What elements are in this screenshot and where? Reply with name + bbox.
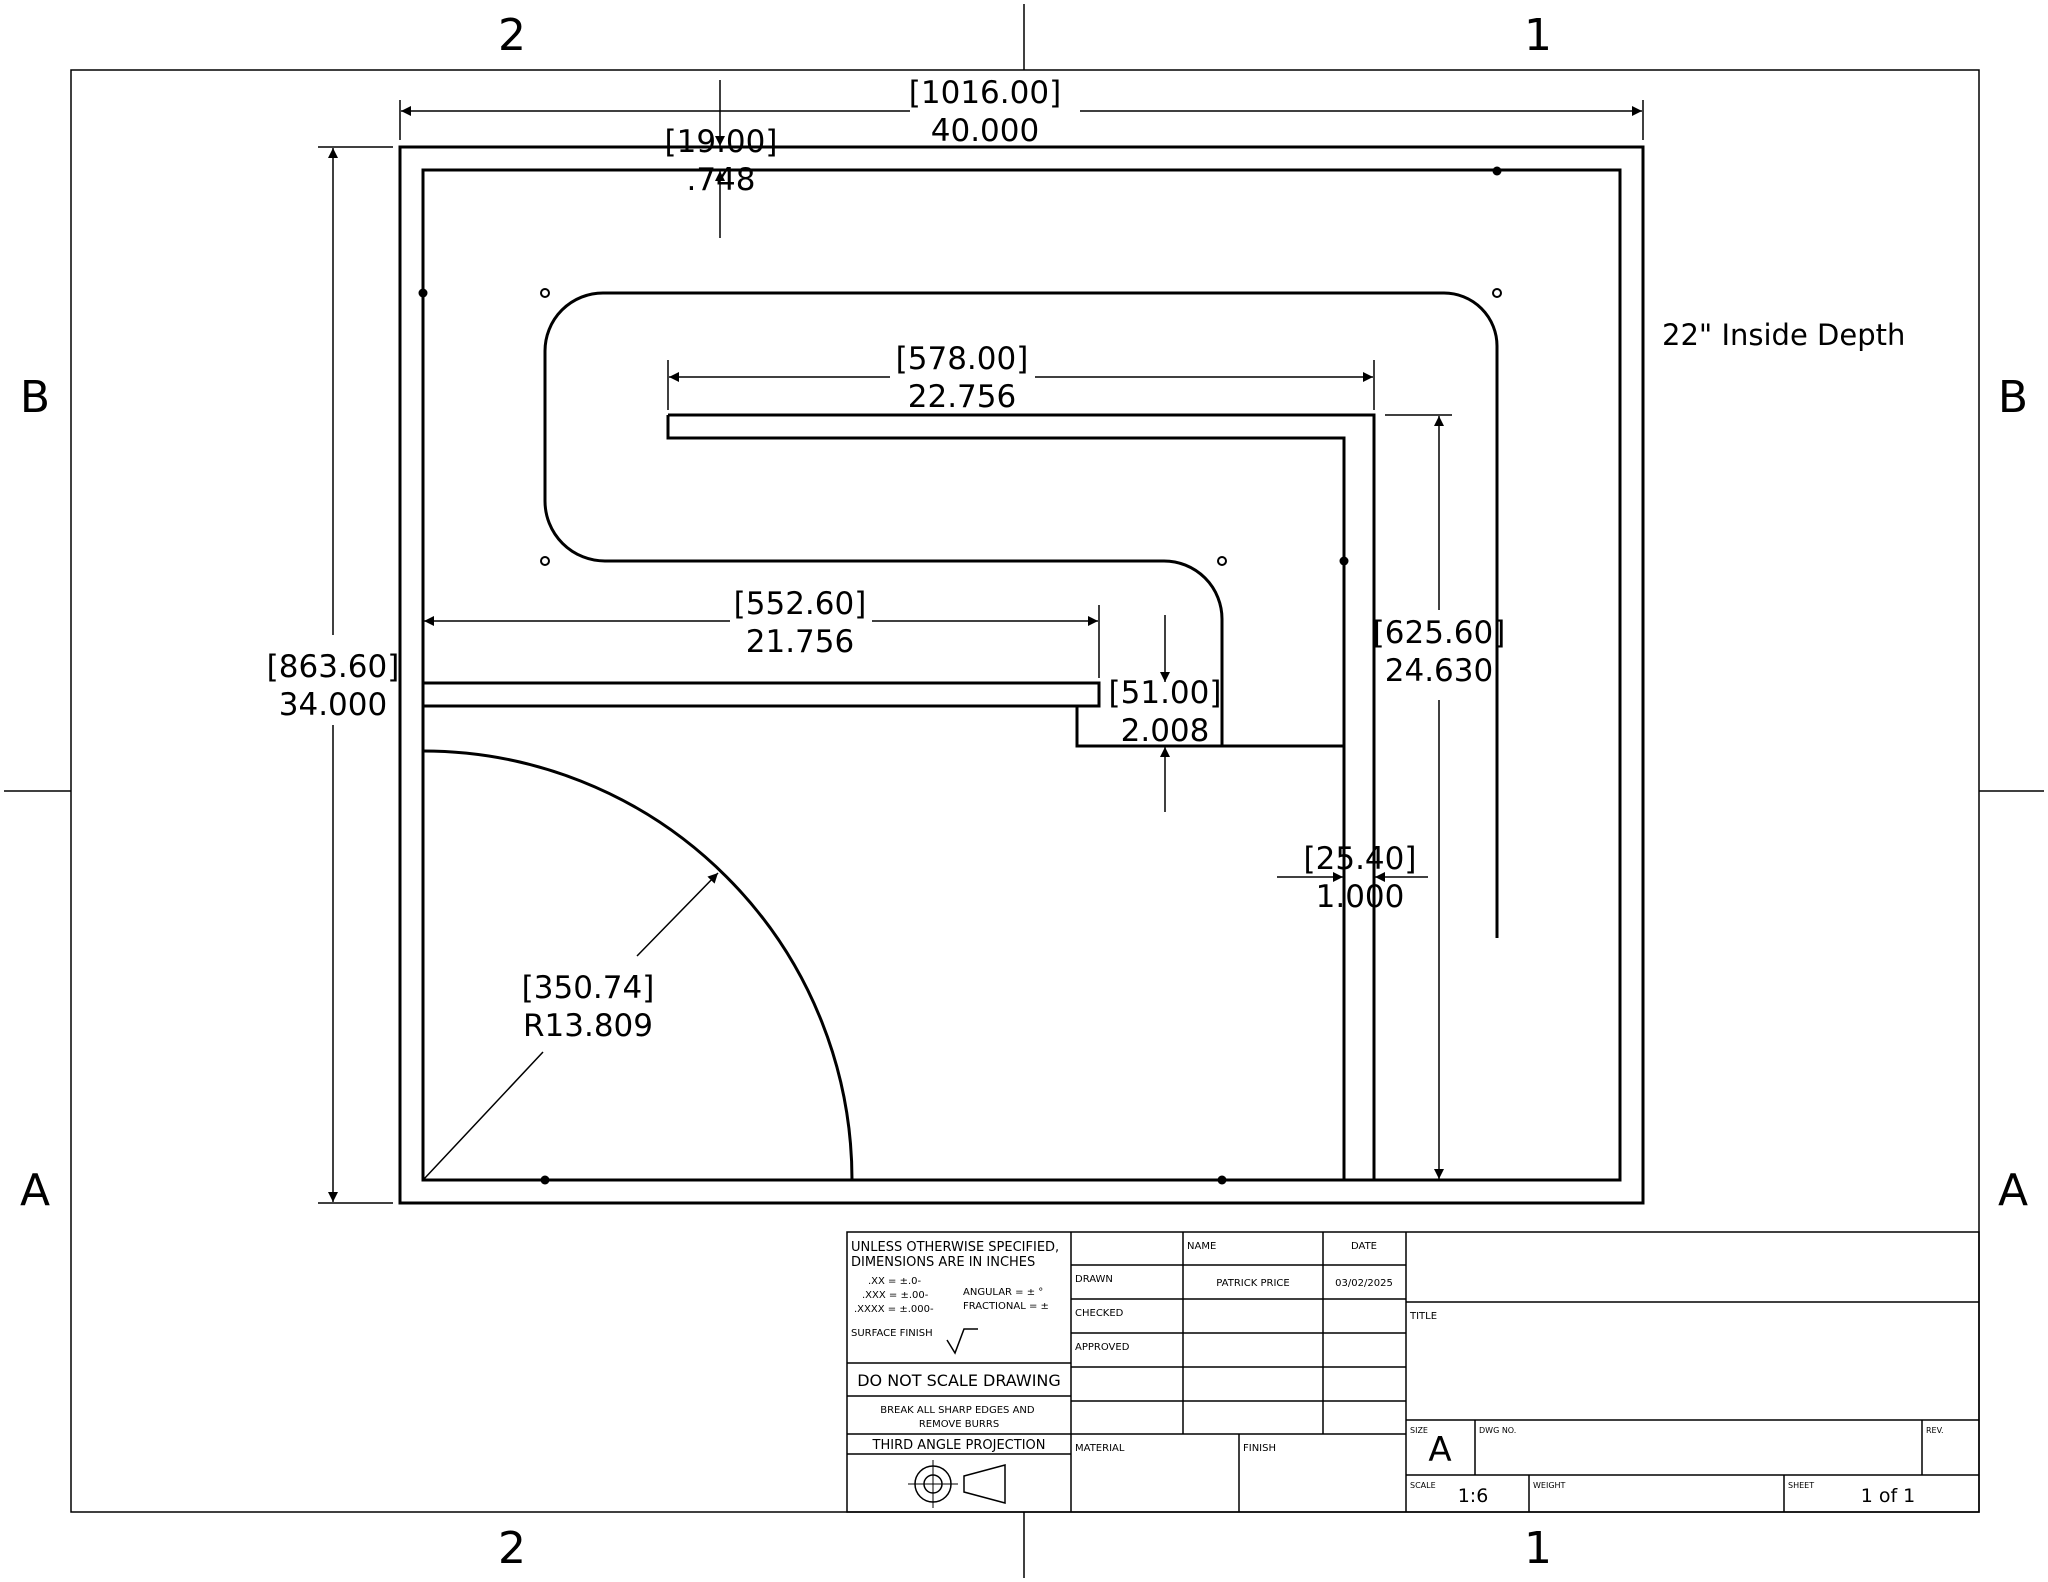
dim-top-gap-imperial: .748 bbox=[686, 162, 755, 198]
zone-label-bottom-left: 2 bbox=[498, 1523, 526, 1574]
drawn-label: DRAWN bbox=[1075, 1274, 1113, 1285]
sheet-label: SHEET bbox=[1788, 1481, 1814, 1490]
zone-label-left-lower: A bbox=[20, 1165, 50, 1216]
drawn-name: PATRICK PRICE bbox=[1216, 1278, 1289, 1289]
weight-label: WEIGHT bbox=[1533, 1481, 1566, 1490]
lower-shelf bbox=[423, 681, 1344, 748]
upper-baffle bbox=[666, 413, 1376, 1180]
tolerance-xxx: .XXX = ±.00- bbox=[862, 1290, 929, 1301]
scale-value: 1:6 bbox=[1458, 1485, 1489, 1507]
dim-baffle-thickness-metric: [25.40] bbox=[1304, 841, 1417, 877]
point bbox=[1492, 166, 1502, 176]
checked-label: CHECKED bbox=[1075, 1308, 1124, 1319]
finish-label: FINISH bbox=[1243, 1443, 1276, 1454]
point bbox=[1217, 1175, 1227, 1185]
dim-overall-height-imperial: 34.000 bbox=[279, 687, 387, 723]
tolerance-angular: ANGULAR = ± ° bbox=[963, 1287, 1043, 1298]
hole bbox=[1492, 288, 1502, 298]
dim-overall-width-metric: [1016.00] bbox=[909, 75, 1061, 111]
zone-label-right-upper: B bbox=[1998, 372, 2028, 423]
zone-label-left-upper: B bbox=[20, 372, 50, 423]
zone-label-top-right: 1 bbox=[1524, 10, 1552, 61]
inside-depth-note: 22" Inside Depth bbox=[1662, 318, 1905, 352]
name-header: NAME bbox=[1187, 1241, 1216, 1252]
drawn-date: 03/02/2025 bbox=[1335, 1278, 1393, 1289]
dim-overall-width-imperial: 40.000 bbox=[931, 113, 1039, 149]
dim-upper-baffle-metric: [578.00] bbox=[896, 341, 1029, 377]
scale-label: SCALE bbox=[1410, 1481, 1436, 1490]
tolerance-fractional: FRACTIONAL = ± bbox=[963, 1301, 1049, 1312]
dim-radius-metric: [350.74] bbox=[522, 970, 655, 1006]
dim-radius-imperial: R13.809 bbox=[523, 1008, 653, 1044]
projection-label: THIRD ANGLE PROJECTION bbox=[872, 1438, 1046, 1453]
tolerance-xxxx: .XXXX = ±.000- bbox=[854, 1304, 934, 1315]
rev-label: REV. bbox=[1926, 1426, 1944, 1435]
point bbox=[418, 288, 428, 298]
leader-line bbox=[423, 1051, 544, 1180]
size-value: A bbox=[1428, 1430, 1451, 1470]
cabinet-outer bbox=[398, 145, 1645, 1205]
hole bbox=[1217, 556, 1227, 566]
dim-lower-baffle-imperial: 21.756 bbox=[746, 624, 854, 660]
leader-line bbox=[636, 872, 719, 957]
title-block bbox=[846, 1231, 1980, 1513]
point bbox=[540, 1175, 550, 1185]
dim-lower-baffle-metric: [552.60] bbox=[734, 586, 867, 622]
dim-vertical-baffle-imperial: 24.630 bbox=[1385, 653, 1493, 689]
point bbox=[1339, 556, 1349, 566]
hole bbox=[540, 556, 550, 566]
title-label: TITLE bbox=[1409, 1311, 1437, 1322]
tolerance-xx: .XX = ±.0- bbox=[868, 1276, 922, 1287]
channel-path bbox=[543, 291, 1499, 938]
dim-overall-height-metric: [863.60] bbox=[267, 649, 400, 685]
dwg-no-label: DWG NO. bbox=[1479, 1426, 1516, 1435]
dim-upper-baffle-imperial: 22.756 bbox=[908, 379, 1016, 415]
surface-finish-icon bbox=[946, 1328, 978, 1355]
size-label: SIZE bbox=[1410, 1426, 1428, 1435]
zone-label-right-lower: A bbox=[1998, 1165, 2028, 1216]
dim-step-metric: [51.00] bbox=[1109, 675, 1222, 711]
dim-top-gap-metric: [19.00] bbox=[665, 124, 778, 160]
third-angle-projection-icon bbox=[908, 1460, 1006, 1508]
surface-finish-label: SURFACE FINISH bbox=[851, 1328, 933, 1339]
sheet-value: 1 of 1 bbox=[1861, 1485, 1916, 1507]
quarter-arc bbox=[422, 749, 854, 1181]
dim-step-imperial: 2.008 bbox=[1121, 713, 1210, 749]
tolerance-header: UNLESS OTHERWISE SPECIFIED, DIMENSIONS A… bbox=[851, 1240, 1063, 1270]
do-not-scale-label: DO NOT SCALE DRAWING bbox=[857, 1371, 1061, 1390]
material-label: MATERIAL bbox=[1075, 1443, 1125, 1454]
date-header: DATE bbox=[1351, 1241, 1377, 1252]
break-edges-label: BREAK ALL SHARP EDGES AND REMOVE BURRS bbox=[880, 1405, 1038, 1430]
zone-label-top-left: 2 bbox=[498, 10, 526, 61]
approved-label: APPROVED bbox=[1075, 1342, 1130, 1353]
dim-baffle-thickness-imperial: 1.000 bbox=[1316, 879, 1405, 915]
cabinet-inner bbox=[421, 168, 1622, 1182]
hole bbox=[540, 288, 550, 298]
zone-label-bottom-right: 1 bbox=[1524, 1523, 1552, 1574]
dim-vertical-baffle-metric: [625.60] bbox=[1373, 615, 1506, 651]
